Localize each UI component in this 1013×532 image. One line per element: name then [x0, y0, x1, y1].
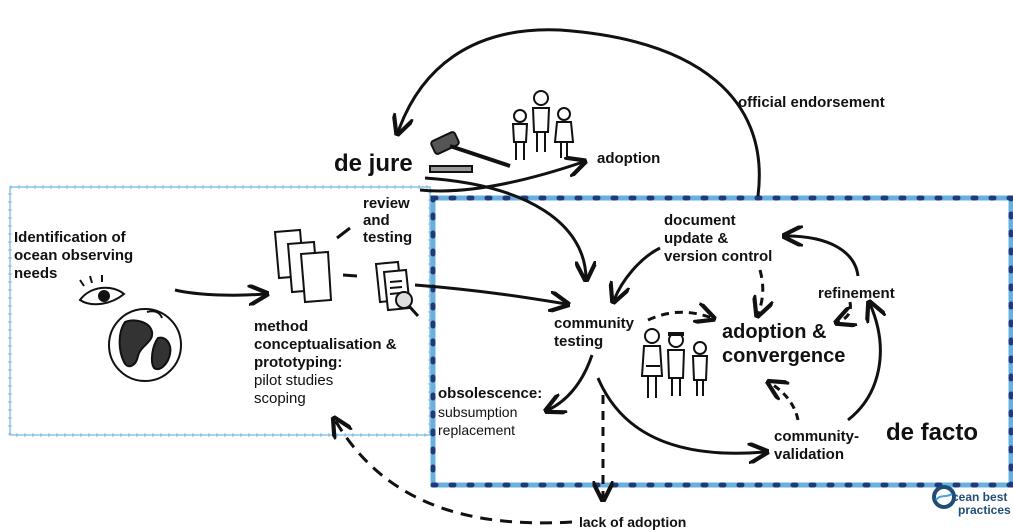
- label-adoption: adoption: [597, 150, 661, 167]
- validation-to-refinement-arrow: [847, 304, 880, 422]
- label-obsolescence-line3: replacement: [438, 422, 516, 438]
- update-to-testing-arrow: [614, 246, 661, 300]
- label-adoption-convergence-line1: adoption &: [722, 321, 827, 343]
- testing-to-obsolescence-arrow: [548, 354, 594, 410]
- ocean-best-practices-logo: [932, 485, 956, 509]
- label-obsolescence-line2: subsumption: [438, 404, 518, 420]
- logo-text-line2: practices: [958, 503, 1011, 517]
- label-community-validation-line1: community-: [774, 428, 860, 445]
- label-method-line2: conceptualisation &: [254, 336, 397, 353]
- lack-to-needs-arrow: [335, 420, 573, 525]
- label-review-line3: testing: [363, 229, 413, 246]
- review-to-testing-arrow: [414, 283, 566, 304]
- label-lack-of-adoption: lack of adoption: [579, 514, 687, 530]
- label-identification-line2: ocean observing: [14, 247, 134, 264]
- de-jure-to-testing-arrow: [424, 176, 586, 278]
- eye-icon: [78, 275, 126, 306]
- label-community-testing-line2: testing: [554, 333, 604, 350]
- testing-to-validation-arrow: [596, 377, 765, 453]
- label-document-line1: document: [664, 212, 736, 229]
- label-method-line4: pilot studies: [254, 372, 334, 389]
- label-adoption-convergence-line2: convergence: [722, 345, 846, 367]
- label-obsolescence-line1: obsolescence:: [438, 385, 543, 402]
- label-document-line2: update &: [664, 230, 729, 247]
- label-community-testing-line1: community: [554, 315, 635, 332]
- documents-icon: [273, 228, 333, 304]
- label-community-validation-line2: validation: [774, 446, 845, 463]
- testing-to-adoption-arrow: [647, 312, 712, 320]
- label-official-endorsement: official endorsement: [738, 94, 885, 111]
- label-identification-line3: needs: [14, 265, 58, 282]
- label-review-line1: review: [363, 195, 410, 212]
- refinement-arrow: [786, 236, 860, 277]
- label-de-jure: de jure: [334, 150, 413, 177]
- update-to-adoption-arrow: [758, 269, 763, 314]
- label-method-line5: scoping: [254, 390, 306, 407]
- label-document-line3: version control: [664, 248, 773, 265]
- people-group-icon-2: [640, 328, 709, 398]
- globe-icon: [108, 308, 182, 382]
- label-de-facto: de facto: [886, 419, 979, 446]
- gavel-icon: [429, 131, 511, 173]
- logo-text-line1: cean best: [952, 490, 1008, 504]
- label-method-line3: prototyping:: [254, 354, 343, 371]
- refinement-to-adoption-arrow: [838, 301, 851, 322]
- magnifier-document-icon: [374, 260, 420, 318]
- label-refinement: refinement: [818, 285, 895, 302]
- people-group-icon: [511, 90, 575, 160]
- label-identification-line1: Identification of: [14, 229, 126, 246]
- needs-to-method-arrow: [174, 290, 265, 295]
- label-review-line2: and: [363, 212, 390, 229]
- adoption-arrow: [419, 162, 583, 193]
- official-endorsement-arrow: [398, 28, 761, 197]
- validation-to-adoption-arrow: [770, 383, 800, 421]
- label-method-line1: method: [254, 318, 309, 335]
